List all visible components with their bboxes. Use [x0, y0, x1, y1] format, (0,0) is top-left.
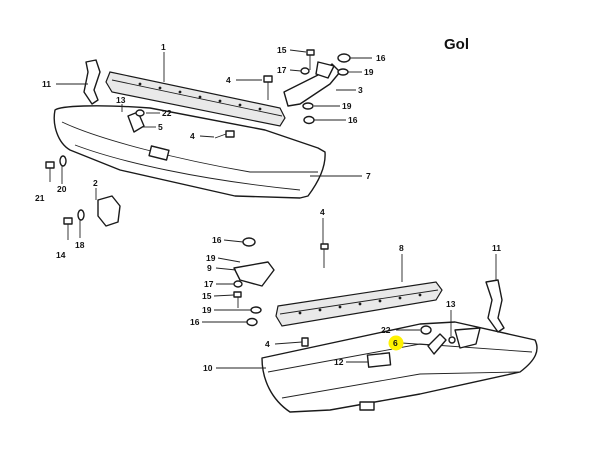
highlight-marker	[388, 335, 404, 351]
callout-19: 19	[342, 101, 352, 111]
rear-bumper-cover	[261, 321, 538, 413]
callout-16: 16	[348, 115, 358, 125]
front-bumper-bracket-beam	[105, 71, 286, 127]
callout-13: 13	[446, 299, 456, 309]
rear-mount-bracket-left	[233, 261, 275, 287]
callout-4: 4	[226, 75, 231, 85]
callout-4: 4	[265, 339, 270, 349]
rear-bumper-bracket-beam	[275, 281, 443, 327]
rear-side-bracket-right	[485, 279, 505, 333]
callout-12: 12	[334, 357, 344, 367]
callout-17: 17	[277, 65, 287, 75]
callout-4: 4	[190, 131, 195, 141]
callout-4: 4	[320, 207, 325, 217]
callout-14: 14	[56, 250, 66, 260]
callout-19: 19	[206, 253, 216, 263]
front-side-bracket-left	[83, 59, 101, 105]
callout-11: 11	[492, 243, 501, 253]
callout-10: 10	[203, 363, 213, 373]
callout-1: 1	[161, 42, 166, 52]
callout-13: 13	[116, 95, 126, 105]
callout-5: 5	[158, 122, 163, 132]
callout-16: 16	[376, 53, 386, 63]
callout-18: 18	[75, 240, 85, 250]
callout-22: 22	[162, 108, 172, 118]
callout-21: 21	[35, 193, 45, 203]
callout-17: 17	[204, 279, 214, 289]
callout-19: 19	[364, 67, 374, 77]
callout-9: 9	[207, 263, 212, 273]
front-mount-bracket-right	[283, 61, 341, 107]
callout-16: 16	[190, 317, 200, 327]
callout-16: 16	[212, 235, 222, 245]
leader-lines	[56, 49, 497, 369]
callout-22: 22	[381, 325, 391, 335]
front-bumper-cover	[53, 105, 326, 199]
front-small-bracket-5	[127, 111, 145, 133]
callout-2: 2	[93, 178, 98, 188]
callout-3: 3	[358, 85, 363, 95]
callout-19: 19	[202, 305, 212, 315]
callout-labels: 1 15 16 11 4 17 19 3 13 22 19 16 5 4 7 2…	[35, 42, 501, 373]
callout-15: 15	[202, 291, 212, 301]
callout-20: 20	[57, 184, 67, 194]
callout-7: 7	[366, 171, 371, 181]
callout-6: 6	[393, 338, 398, 348]
diagram-title: Gol	[444, 36, 469, 53]
callout-11: 11	[42, 79, 51, 89]
front-fasteners	[45, 49, 351, 240]
callout-15: 15	[277, 45, 287, 55]
rear-fasteners	[233, 237, 481, 368]
callout-8: 8	[399, 243, 404, 253]
